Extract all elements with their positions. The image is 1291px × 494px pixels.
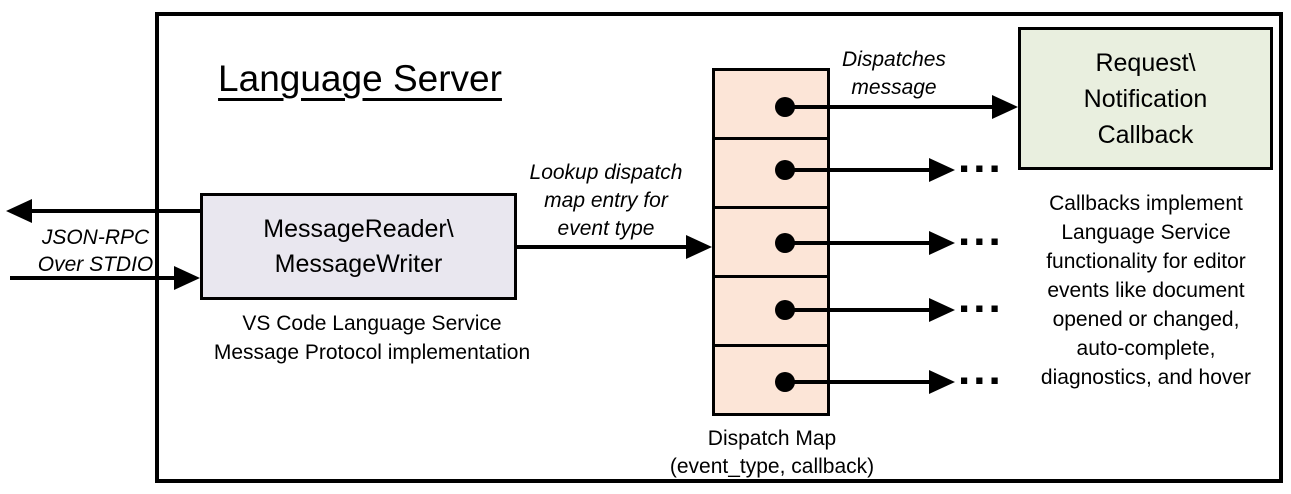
dispatch-map-cell [715,71,827,137]
callbacks-note-line-3: functionality for editor [1046,250,1246,273]
ellipsis-label: ... [958,345,1004,394]
callback-box-line-1: Request\ [1095,48,1196,77]
dispatch-map [712,68,830,416]
callbacks-note-line-7: diagnostics, and hover [1040,366,1252,389]
reader-caption-line-2: Message Protocol implementation [213,341,531,364]
dispatches-label-line-1: Dispatches [842,48,946,71]
callback-box-line-3: Callback [1097,120,1194,149]
json-rpc-stdio-label: JSON-RPC Over STDIO [18,224,173,278]
callbacks-note-line-6: auto-complete, [1076,337,1216,360]
ellipsis-label: ... [958,206,1004,255]
message-reader-writer-box: MessageReader\ MessageWriter [200,193,517,300]
lookup-dispatch-label: Lookup dispatch map entry for event type [514,159,698,243]
dispatch-map-cell [715,344,827,413]
stdio-label-line-1: JSON-RPC [41,226,150,249]
ellipsis-label: ... [958,133,1004,182]
lookup-label-line-2: map entry for [544,189,668,212]
reader-box-line-1: MessageReader\ [263,214,454,243]
request-notification-callback-box: Request\ Notification Callback [1018,27,1273,170]
lookup-label-line-1: Lookup dispatch [529,161,683,184]
dispatch-map-cell [715,137,827,206]
callbacks-note-line-1: Callbacks implement [1049,192,1243,215]
lookup-label-line-3: event type [557,217,655,240]
dispatches-label-line-2: message [851,76,937,99]
callback-box-line-2: Notification [1083,84,1208,113]
stdio-label-line-2: Over STDIO [37,253,154,276]
reader-box-line-2: MessageWriter [274,249,443,278]
dispatch-map-caption-line-2: (event_type, callback) [669,455,875,478]
callbacks-note-line-4: events like document [1047,279,1245,302]
reader-box-caption: VS Code Language Service Message Protoco… [202,309,542,367]
ellipsis-label: ... [958,273,1004,322]
dispatch-map-cell [715,275,827,344]
diagram-title: Language Server [218,58,502,99]
reader-caption-line-1: VS Code Language Service [242,312,502,335]
dispatch-map-caption: Dispatch Map (event_type, callback) [652,425,892,481]
callbacks-note-line-5: opened or changed, [1052,308,1240,331]
callbacks-note-line-2: Language Service [1061,221,1231,244]
dispatch-map-caption-line-1: Dispatch Map [707,427,837,450]
dispatch-map-cell [715,206,827,275]
callbacks-note: Callbacks implement Language Service fun… [1006,189,1286,392]
dispatches-message-label: Dispatches message [833,46,955,102]
